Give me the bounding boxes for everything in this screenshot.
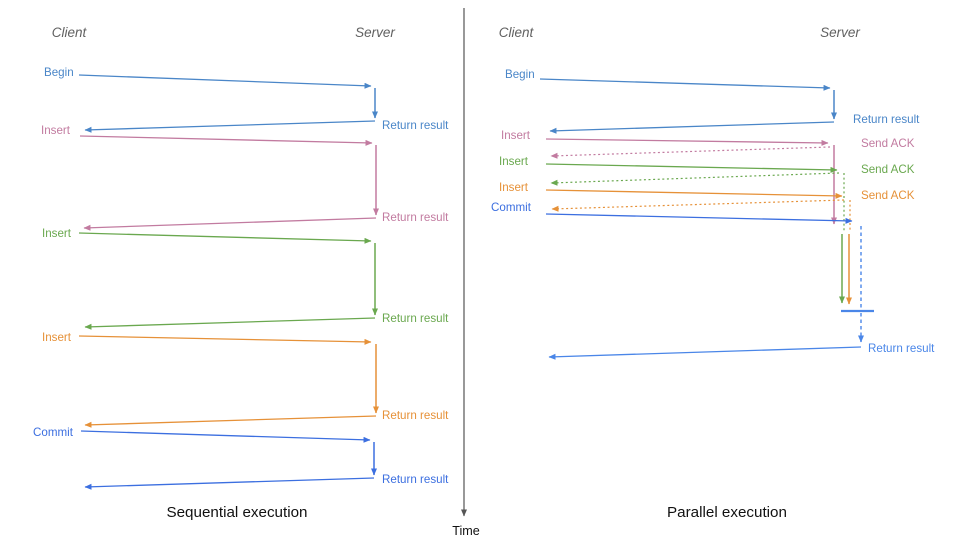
message-label-begin: Begin [505, 68, 535, 81]
begin-return-arrow [549, 121, 835, 134]
return-result-label: Return result [382, 312, 449, 325]
message-label-commit: Commit [33, 426, 74, 439]
return-result-label: Return result [382, 473, 449, 486]
commit-request-arrow [80, 430, 371, 443]
message-label-begin: Begin [44, 66, 74, 79]
begin-request-arrow [539, 78, 831, 91]
message-label-commit: Commit [491, 201, 532, 214]
return-result-label: Return result [868, 342, 935, 355]
send-ack-label: Send ACK [861, 163, 915, 176]
insert1-request-arrow [545, 138, 829, 146]
sequential-panel: Client Server Begin Return result Insert… [33, 25, 449, 521]
insert1-return-arrow [83, 217, 377, 231]
insert3-ack-dotted-arrow [551, 199, 845, 212]
begin-request-arrow [78, 74, 372, 89]
insert2-return-arrow [84, 317, 376, 330]
insert2-ack-dotted-arrow [550, 172, 840, 186]
commit-return-arrow [84, 477, 375, 490]
message-label-insert-1: Insert [501, 129, 531, 142]
parallel-title: Parallel execution [667, 504, 787, 521]
return-result-label: Return result [853, 113, 920, 126]
server-header: Server [355, 25, 395, 40]
insert1-ack-dotted-arrow [550, 146, 831, 159]
commit-request-arrow [545, 213, 853, 224]
message-label-insert-2: Insert [42, 227, 72, 240]
message-label-insert-3: Insert [499, 181, 529, 194]
server-header: Server [820, 25, 860, 40]
final-return-arrow [548, 346, 862, 360]
send-ack-label: Send ACK [861, 189, 915, 202]
time-axis: Time [452, 8, 480, 538]
client-header: Client [52, 25, 88, 40]
insert3-request-arrow [545, 189, 843, 199]
sequential-title: Sequential execution [166, 504, 307, 521]
message-label-insert-3: Insert [42, 331, 72, 344]
insert1-request-arrow [79, 135, 373, 146]
insert3-return-arrow [84, 415, 377, 428]
insert2-request-arrow [545, 163, 838, 173]
message-label-insert-2: Insert [499, 155, 529, 168]
insert3-request-arrow [78, 335, 372, 345]
message-label-insert-1: Insert [41, 124, 71, 137]
send-ack-label: Send ACK [861, 137, 915, 150]
parallel-panel: Client Server Begin Return result Insert… [491, 25, 935, 521]
client-header: Client [499, 25, 535, 40]
return-result-label: Return result [382, 409, 449, 422]
insert2-request-arrow [78, 232, 372, 244]
begin-return-arrow [84, 120, 376, 133]
time-axis-label: Time [452, 524, 480, 538]
return-result-label: Return result [382, 211, 449, 224]
return-result-label: Return result [382, 119, 449, 132]
